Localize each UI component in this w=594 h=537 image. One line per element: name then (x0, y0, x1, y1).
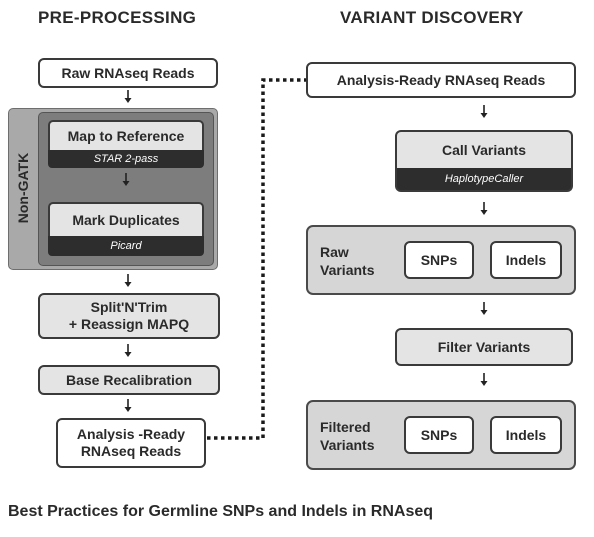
filter-variants-box: Filter Variants (395, 328, 573, 366)
mark-duplicates-step: Mark Duplicates Picard (48, 202, 204, 256)
arrow-down-icon (480, 105, 488, 118)
arrow-down-icon (124, 274, 132, 287)
raw-rnaseq-reads-box: Raw RNAseq Reads (38, 58, 218, 88)
arrow-down-icon (480, 202, 488, 215)
dotted-connector (207, 78, 307, 440)
picard-tool-label: Picard (48, 236, 204, 256)
filtered-variants-label-line2: Variants (320, 437, 375, 453)
base-recalibration-box: Base Recalibration (38, 365, 220, 395)
filtered-variants-label-line1: Filtered (320, 419, 371, 435)
raw-variants-label-line1: Raw (320, 244, 349, 260)
raw-indels-box: Indels (490, 241, 562, 279)
raw-variants-panel: Raw Variants SNPs Indels (306, 225, 576, 295)
analysis-ready-line2: RNAseq Reads (80, 443, 182, 459)
arrow-down-icon (124, 344, 132, 357)
raw-snps-box: SNPs (404, 241, 474, 279)
raw-variants-label: Raw Variants (320, 243, 374, 279)
variant-discovery-heading: VARIANT DISCOVERY (340, 8, 524, 27)
arrow-down-icon (124, 399, 132, 412)
analysis-ready-reads-box-right: Analysis-Ready RNAseq Reads (306, 62, 576, 98)
split-n-trim-box: Split'N'Trim + Reassign MAPQ (38, 293, 220, 339)
non-gatk-label: Non-GATK (15, 152, 31, 224)
arrow-down-icon (124, 90, 132, 103)
analysis-ready-line1: Analysis -Ready (76, 426, 186, 442)
star-2-pass-tool-label: STAR 2-pass (48, 150, 204, 168)
map-to-reference-box: Map to Reference (48, 120, 204, 150)
arrow-down-icon (122, 173, 130, 186)
filtered-variants-label: Filtered Variants (320, 418, 374, 454)
arrow-down-icon (480, 373, 488, 386)
call-variants-box: Call Variants (395, 130, 573, 168)
mark-duplicates-box: Mark Duplicates (48, 202, 204, 236)
filtered-indels-box: Indels (490, 416, 562, 454)
filtered-snps-box: SNPs (404, 416, 474, 454)
call-variants-step: Call Variants HaplotypeCaller (395, 130, 573, 194)
analysis-ready-reads-box-left: Analysis -Ready RNAseq Reads (56, 418, 206, 468)
split-n-trim-line1: Split'N'Trim (90, 299, 168, 315)
figure-caption: Best Practices for Germline SNPs and Ind… (8, 503, 434, 520)
pre-processing-heading: PRE-PROCESSING (38, 8, 197, 27)
arrow-down-icon (480, 302, 488, 315)
haplotypecaller-tool-label: HaplotypeCaller (395, 168, 573, 192)
map-to-reference-step: Map to Reference STAR 2-pass (48, 120, 204, 168)
raw-variants-label-line2: Variants (320, 262, 375, 278)
split-n-trim-line2: + Reassign MAPQ (68, 316, 190, 332)
filtered-variants-panel: Filtered Variants SNPs Indels (306, 400, 576, 470)
